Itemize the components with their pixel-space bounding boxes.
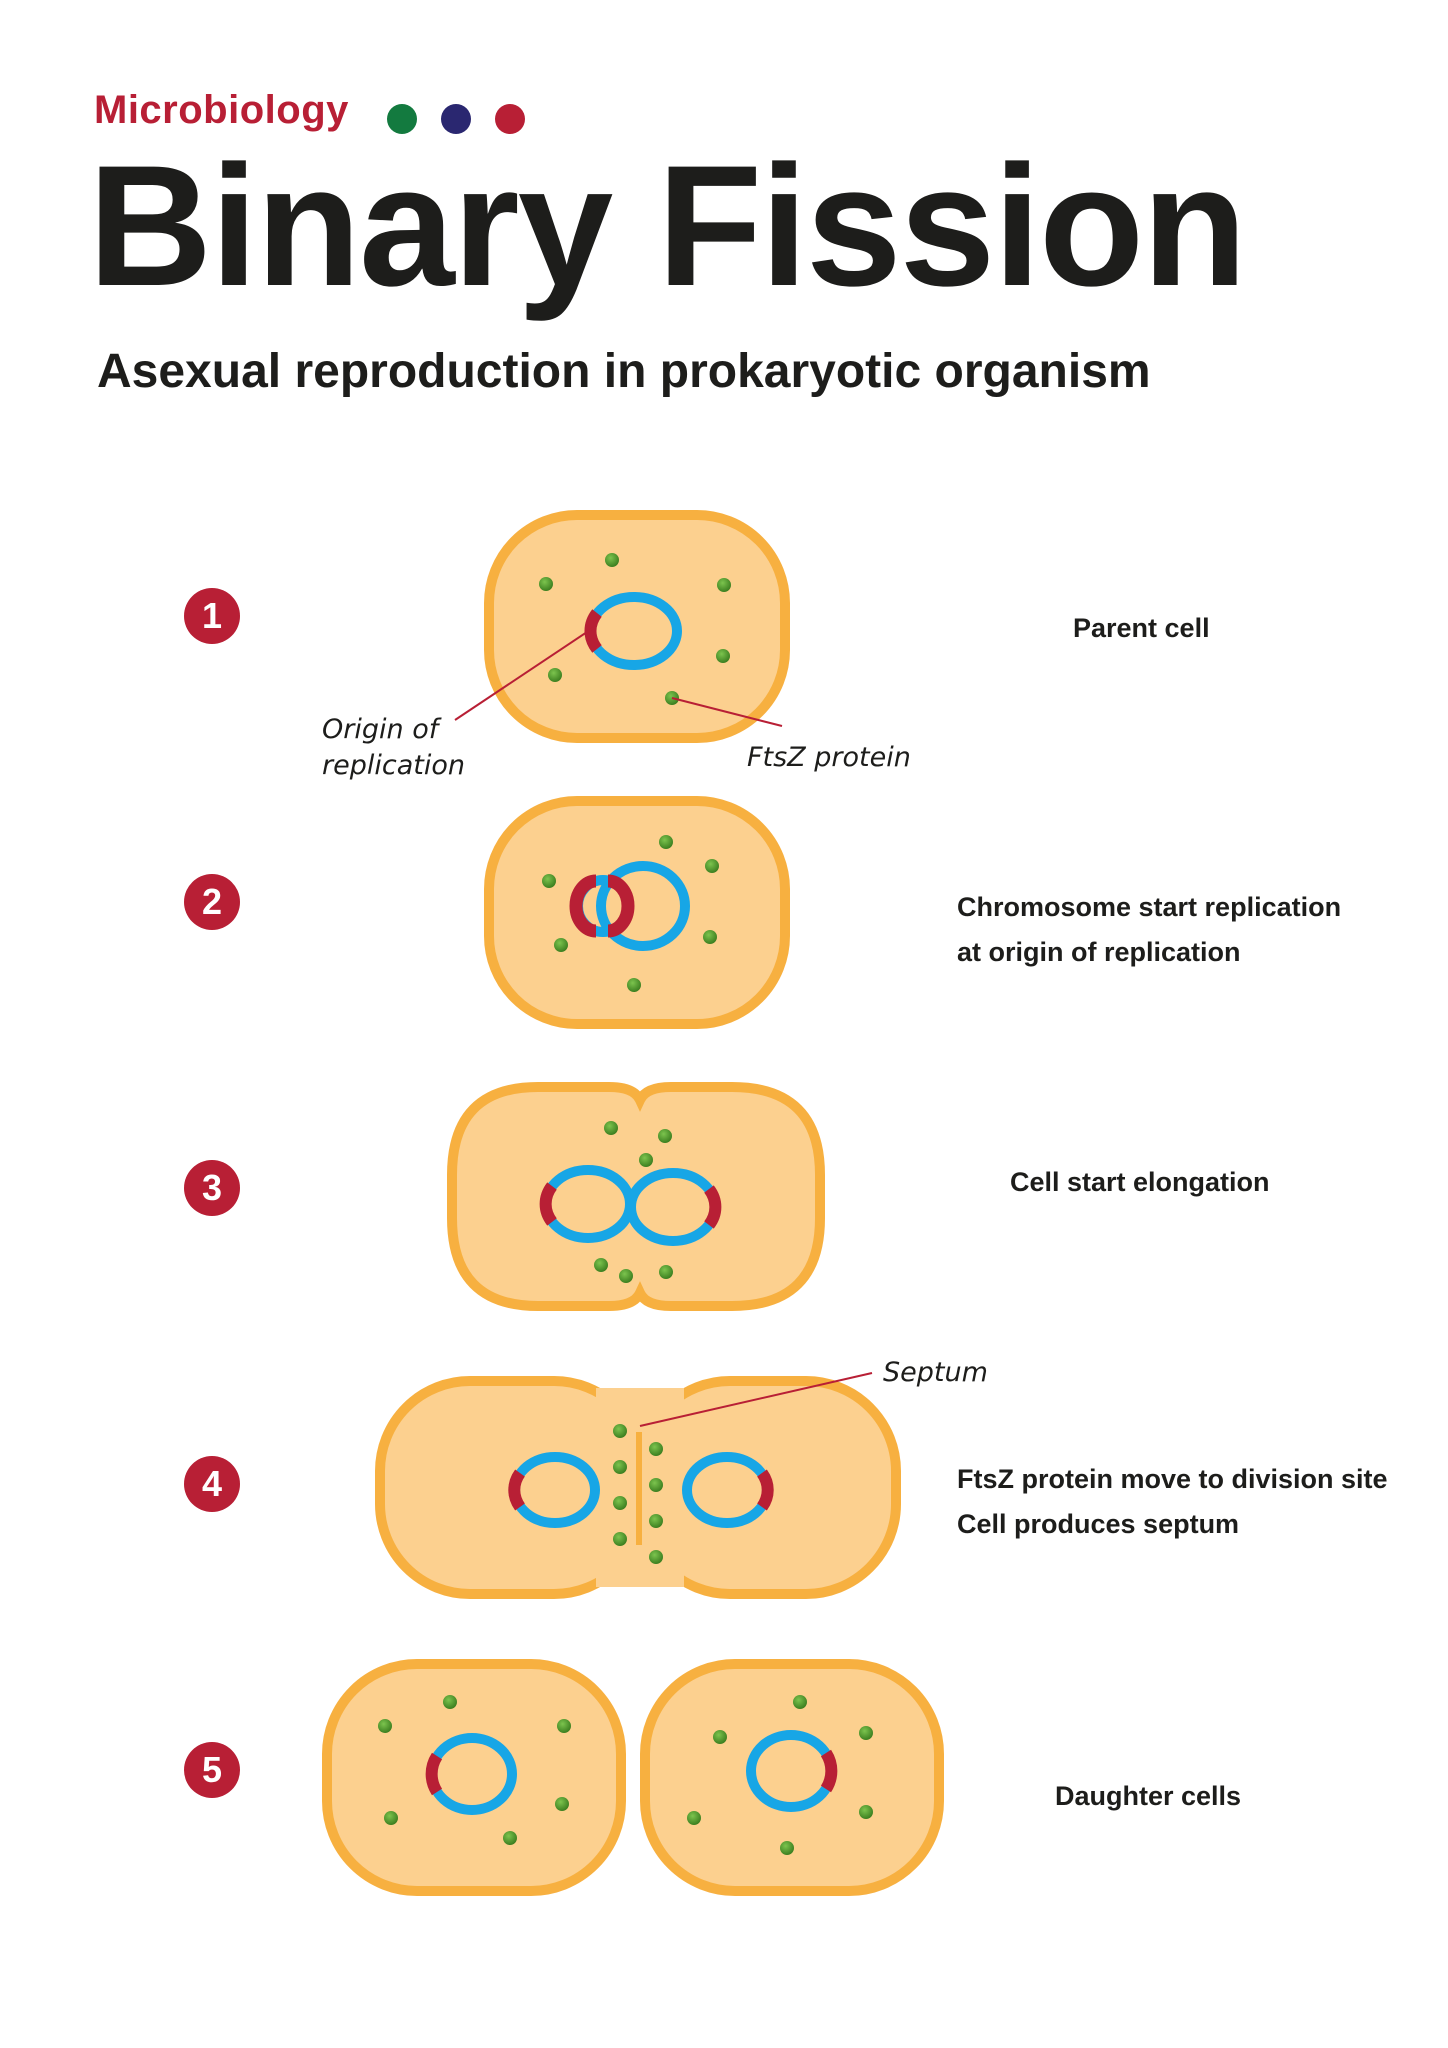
step-badge-3: 3: [184, 1160, 240, 1216]
origin-marker-right: [704, 1185, 722, 1229]
step-1-description: Parent cell: [1073, 606, 1210, 651]
ftsz-protein-callout: FtsZ protein: [747, 742, 911, 773]
ftsz-proteins: [687, 1695, 873, 1855]
ftsz-proteins: [378, 1695, 571, 1845]
step-4-description: FtsZ protein move to division site Cell …: [957, 1457, 1388, 1547]
step-1-line-1: Parent cell: [1073, 613, 1210, 643]
step-3-line-1: Cell start elongation: [1010, 1167, 1270, 1197]
septum-callout-line: [639, 1372, 873, 1427]
daughter-cell-right: [640, 1659, 944, 1896]
chromosome: [596, 861, 690, 951]
green-dot-icon: [387, 104, 417, 134]
origin-of-replication-marker: [569, 874, 597, 938]
origin-marker-right: [756, 1469, 774, 1511]
step-4-line-1: FtsZ protein move to division site: [957, 1464, 1388, 1494]
origin-callout-line-2: replication: [322, 750, 465, 781]
step-2-line-2: at origin of replication: [957, 937, 1241, 967]
step-badge-4: 4: [184, 1456, 240, 1512]
elongating-cell: [447, 1082, 825, 1311]
origin-marker: [820, 1749, 838, 1793]
navy-dot-icon: [441, 104, 471, 134]
daughter-cell-left: [322, 1659, 626, 1896]
kicker-label: Microbiology: [94, 88, 349, 132]
page-subtitle: Asexual reproduction in prokaryotic orga…: [97, 345, 1151, 398]
kicker-dots: [387, 104, 525, 134]
step-2-line-1: Chromosome start replication: [957, 892, 1342, 922]
origin-callout-line-1: Origin of: [322, 714, 439, 745]
origin-copy-marker: [607, 874, 635, 938]
replicating-cell: [484, 796, 790, 1029]
step-3-description: Cell start elongation: [1010, 1160, 1270, 1205]
ftsz-proteins: [539, 553, 731, 705]
ftsz-proteins: [542, 835, 719, 992]
origin-of-replication-marker: [584, 609, 602, 653]
step-5-description: Daughter cells: [1055, 1774, 1241, 1819]
ftsz-ring-proteins: [613, 1424, 663, 1564]
red-dot-icon: [495, 104, 525, 134]
step-4-line-2: Cell produces septum: [957, 1509, 1240, 1539]
ftsz-proteins: [594, 1121, 673, 1283]
origin-callout-line: [454, 627, 594, 721]
step-badge-2: 2: [184, 874, 240, 930]
origin-marker-left: [539, 1182, 557, 1226]
ftsz-callout-line: [671, 697, 783, 727]
step-5-line-1: Daughter cells: [1055, 1781, 1242, 1811]
step-badge-1: 1: [184, 588, 240, 644]
parent-cell: [454, 510, 790, 743]
step-2-description: Chromosome start replication at origin o…: [957, 885, 1341, 975]
dividing-cell: [375, 1372, 901, 1599]
page-title: Binary Fission: [88, 130, 1247, 322]
origin-marker: [425, 1752, 443, 1796]
origin-of-replication-callout: Origin of replication: [322, 712, 465, 784]
step-badge-5: 5: [184, 1742, 240, 1798]
septum-callout: Septum: [883, 1357, 988, 1388]
origin-marker-left: [508, 1469, 526, 1511]
